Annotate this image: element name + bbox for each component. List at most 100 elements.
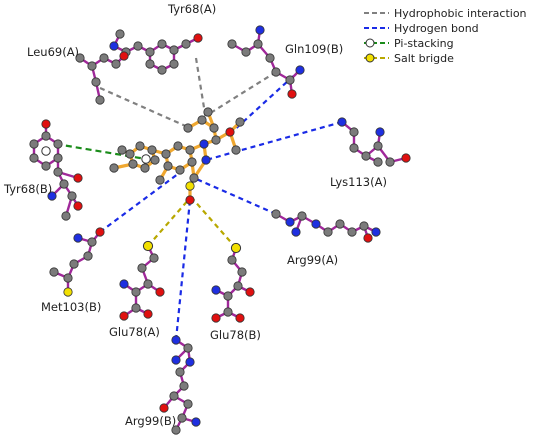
atom-leu69a-2 <box>75 53 85 63</box>
atom-glu78a-4 <box>131 287 141 297</box>
atom-arg99a-4 <box>311 219 321 229</box>
atom-gln109b-0 <box>227 39 237 49</box>
atom-gln109b-5 <box>271 67 281 77</box>
atom-lys113a-0 <box>337 117 347 127</box>
atom-leu69a-6 <box>95 95 105 105</box>
atom-ligand-f3 <box>155 175 165 185</box>
legend-saltbridge-label: Salt brigde <box>394 52 454 65</box>
atom-ligand-c5 <box>189 173 199 183</box>
atom-tyr68b-12 <box>61 211 71 221</box>
atom-tyr68b-4 <box>29 153 39 163</box>
atom-arg99b-0 <box>171 335 181 345</box>
atoms <box>29 25 411 435</box>
atom-ligand-a1 <box>125 149 135 159</box>
atom-ligand-b2 <box>173 141 183 151</box>
atom-glu78b-1 <box>227 255 237 265</box>
atom-lys113a-3 <box>361 151 371 161</box>
atom-ligand-e5 <box>231 145 241 155</box>
atom-lys113a-2 <box>349 143 359 153</box>
interaction-hbond-arg99b <box>174 199 192 341</box>
atom-tyr68a-1 <box>157 39 167 49</box>
atom-tyr68a-4 <box>157 65 167 75</box>
atom-glu78b-8 <box>211 285 221 295</box>
atom-tyr68b-2 <box>53 153 63 163</box>
atom-leu69a-4 <box>111 59 121 69</box>
interaction-saltbridge-glu78b <box>191 197 237 249</box>
atom-ligand-d3 <box>211 135 221 145</box>
legend-pistack-circle-icon <box>365 38 375 48</box>
atom-glu78a-6 <box>119 311 129 321</box>
saltbridge-center-glu78b <box>230 242 242 254</box>
atom-arg99a-1 <box>285 217 295 227</box>
atom-glu78a-9 <box>155 287 165 297</box>
legend-pistack-label: Pi-stacking <box>394 37 454 50</box>
atom-tyr68a-5 <box>145 59 155 69</box>
atom-ligand-c3 <box>199 139 209 149</box>
atom-glu78b-2 <box>237 267 247 277</box>
atom-ligand-d1 <box>197 115 207 125</box>
atom-tyr68a-8 <box>133 41 143 51</box>
label-leu69a: Leu69(A) <box>27 45 79 59</box>
atom-met103b-0 <box>95 227 105 237</box>
atom-ligand-a5 <box>140 163 150 173</box>
atom-tyr68b-10 <box>67 191 77 201</box>
atom-ligand-a6 <box>128 159 138 169</box>
atom-leu69a-1 <box>87 61 97 71</box>
atom-arg99b-3 <box>185 357 195 367</box>
atom-tyr68a-11 <box>115 29 125 39</box>
atom-lys113a-1 <box>349 127 359 137</box>
atom-arg99a-8 <box>359 221 369 231</box>
interaction-hbond-lys113a <box>205 120 343 162</box>
atom-arg99a-9 <box>363 233 373 243</box>
atom-arg99b-8 <box>177 413 187 423</box>
atom-leu69a-0 <box>99 53 109 63</box>
atom-arg99a-2 <box>297 211 307 221</box>
atom-gln109b-1 <box>241 47 251 57</box>
interaction-hbond-met103b <box>99 167 187 233</box>
atom-arg99b-10 <box>171 425 181 435</box>
legend-saltbridge-circle-icon <box>365 53 375 63</box>
atom-tyr68a-2 <box>169 45 179 55</box>
atom-lys113a-6 <box>385 157 395 167</box>
label-tyr68a: Tyr68(A) <box>167 2 216 16</box>
atom-ligand-m2 <box>109 163 119 173</box>
atom-glu78b-6 <box>211 313 221 323</box>
atom-tyr68b-0 <box>41 131 51 141</box>
atom-glu78b-4 <box>223 291 233 301</box>
pistack-centroid-tyr68b <box>41 146 51 156</box>
atom-glu78a-2 <box>137 263 147 273</box>
atom-met103b-6 <box>49 267 59 277</box>
atom-ligand-c4 <box>201 155 211 165</box>
interaction-markers <box>41 146 242 254</box>
atom-ligand-f1 <box>185 181 195 191</box>
atom-lys113a-4 <box>373 141 383 151</box>
atom-ligand-a2 <box>135 141 145 151</box>
atom-arg99b-1 <box>183 343 193 353</box>
atom-ligand-f2 <box>185 195 195 205</box>
pistack-centroid-ligand <box>141 154 151 164</box>
atom-glu78a-8 <box>119 279 129 289</box>
atom-arg99a-10 <box>371 227 381 237</box>
atom-ligand-e2 <box>203 107 213 117</box>
atom-tyr68b-11 <box>73 201 83 211</box>
atom-arg99a-3 <box>291 227 301 237</box>
atom-gln109b-8 <box>295 65 305 75</box>
atom-arg99b-4 <box>175 367 185 377</box>
atom-gln109b-7 <box>287 89 297 99</box>
atom-lys113a-7 <box>401 153 411 163</box>
atom-leu69a-5 <box>119 51 129 61</box>
interaction-hydrophobic-gln109b <box>211 71 277 113</box>
atom-ligand-b1 <box>161 149 171 159</box>
atom-ligand-e3 <box>225 127 235 137</box>
atom-arg99b-9 <box>191 417 201 427</box>
atom-ligand-a3 <box>147 145 157 155</box>
atom-tyr68b-9 <box>47 191 57 201</box>
label-gln109b: Gln109(B) <box>285 42 343 56</box>
legend-hydrophobic-label: Hydrophobic interaction <box>394 7 527 20</box>
atom-gln109b-4 <box>265 53 275 63</box>
atom-tyr68b-5 <box>29 139 39 149</box>
atom-ligand-b5 <box>175 165 185 175</box>
atom-lys113a-5 <box>375 127 385 137</box>
atom-met103b-5 <box>63 273 73 283</box>
atom-ligand-d2 <box>209 123 219 133</box>
